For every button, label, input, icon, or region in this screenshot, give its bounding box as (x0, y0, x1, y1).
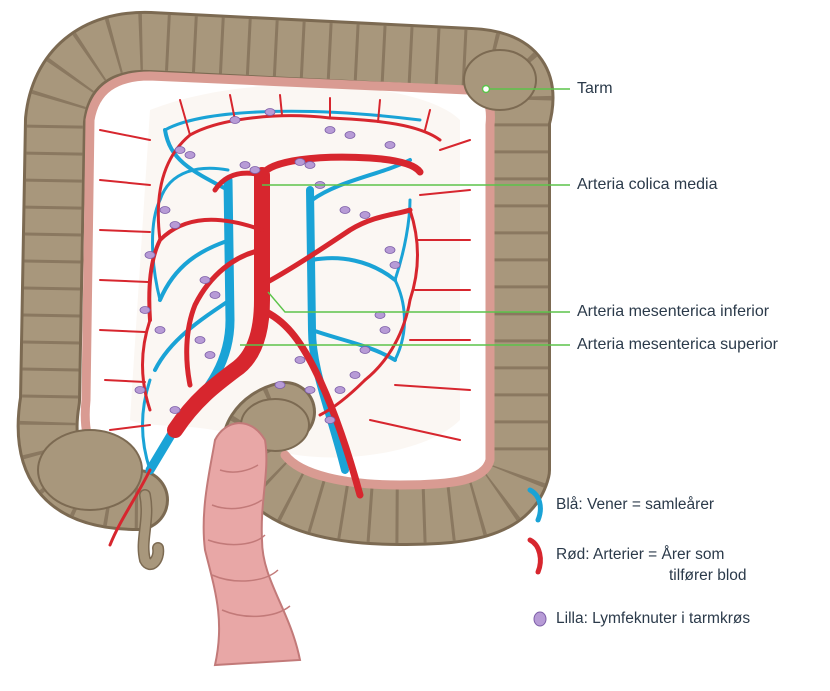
tarm-pointer (481, 84, 491, 94)
aorta (167, 167, 270, 438)
legend-veins-text: Blå: Vener = samleårer (556, 496, 715, 513)
leader-lines (240, 84, 570, 346)
inferior-mesenteric (258, 306, 364, 499)
colon-bulge (463, 49, 537, 111)
appendix-fill (139, 490, 163, 569)
legend-vein-swatch (527, 487, 543, 523)
middle-colic (258, 153, 424, 179)
label-arteria-mesenterica-inferior: Arteria mesenterica inferior (577, 303, 770, 320)
arteries (99, 94, 471, 547)
label-tarm: Tarm (577, 80, 613, 97)
mesenterica-inferior-leader (267, 291, 570, 313)
legend-arteries-text-2: tilfører blod (669, 567, 747, 584)
legend-lymph-swatch (533, 611, 547, 627)
label-arteria-mesenterica-superior: Arteria mesenterica superior (577, 336, 778, 353)
lymph-nodes (134, 108, 401, 424)
rectum-folds (207, 464, 291, 618)
colon (16, 10, 555, 546)
legend-artery-swatch (527, 537, 543, 575)
colon-surface (19, 13, 552, 543)
mesentery (130, 84, 460, 458)
colon-bulge (37, 429, 143, 511)
legend-lymph-text: Lilla: Lymfeknuter i tarmkrøs (556, 610, 751, 627)
legend-arteries-text-1: Rød: Arterier = Årer som (556, 546, 725, 563)
label-arteria-colica-media: Arteria colica media (577, 176, 718, 193)
